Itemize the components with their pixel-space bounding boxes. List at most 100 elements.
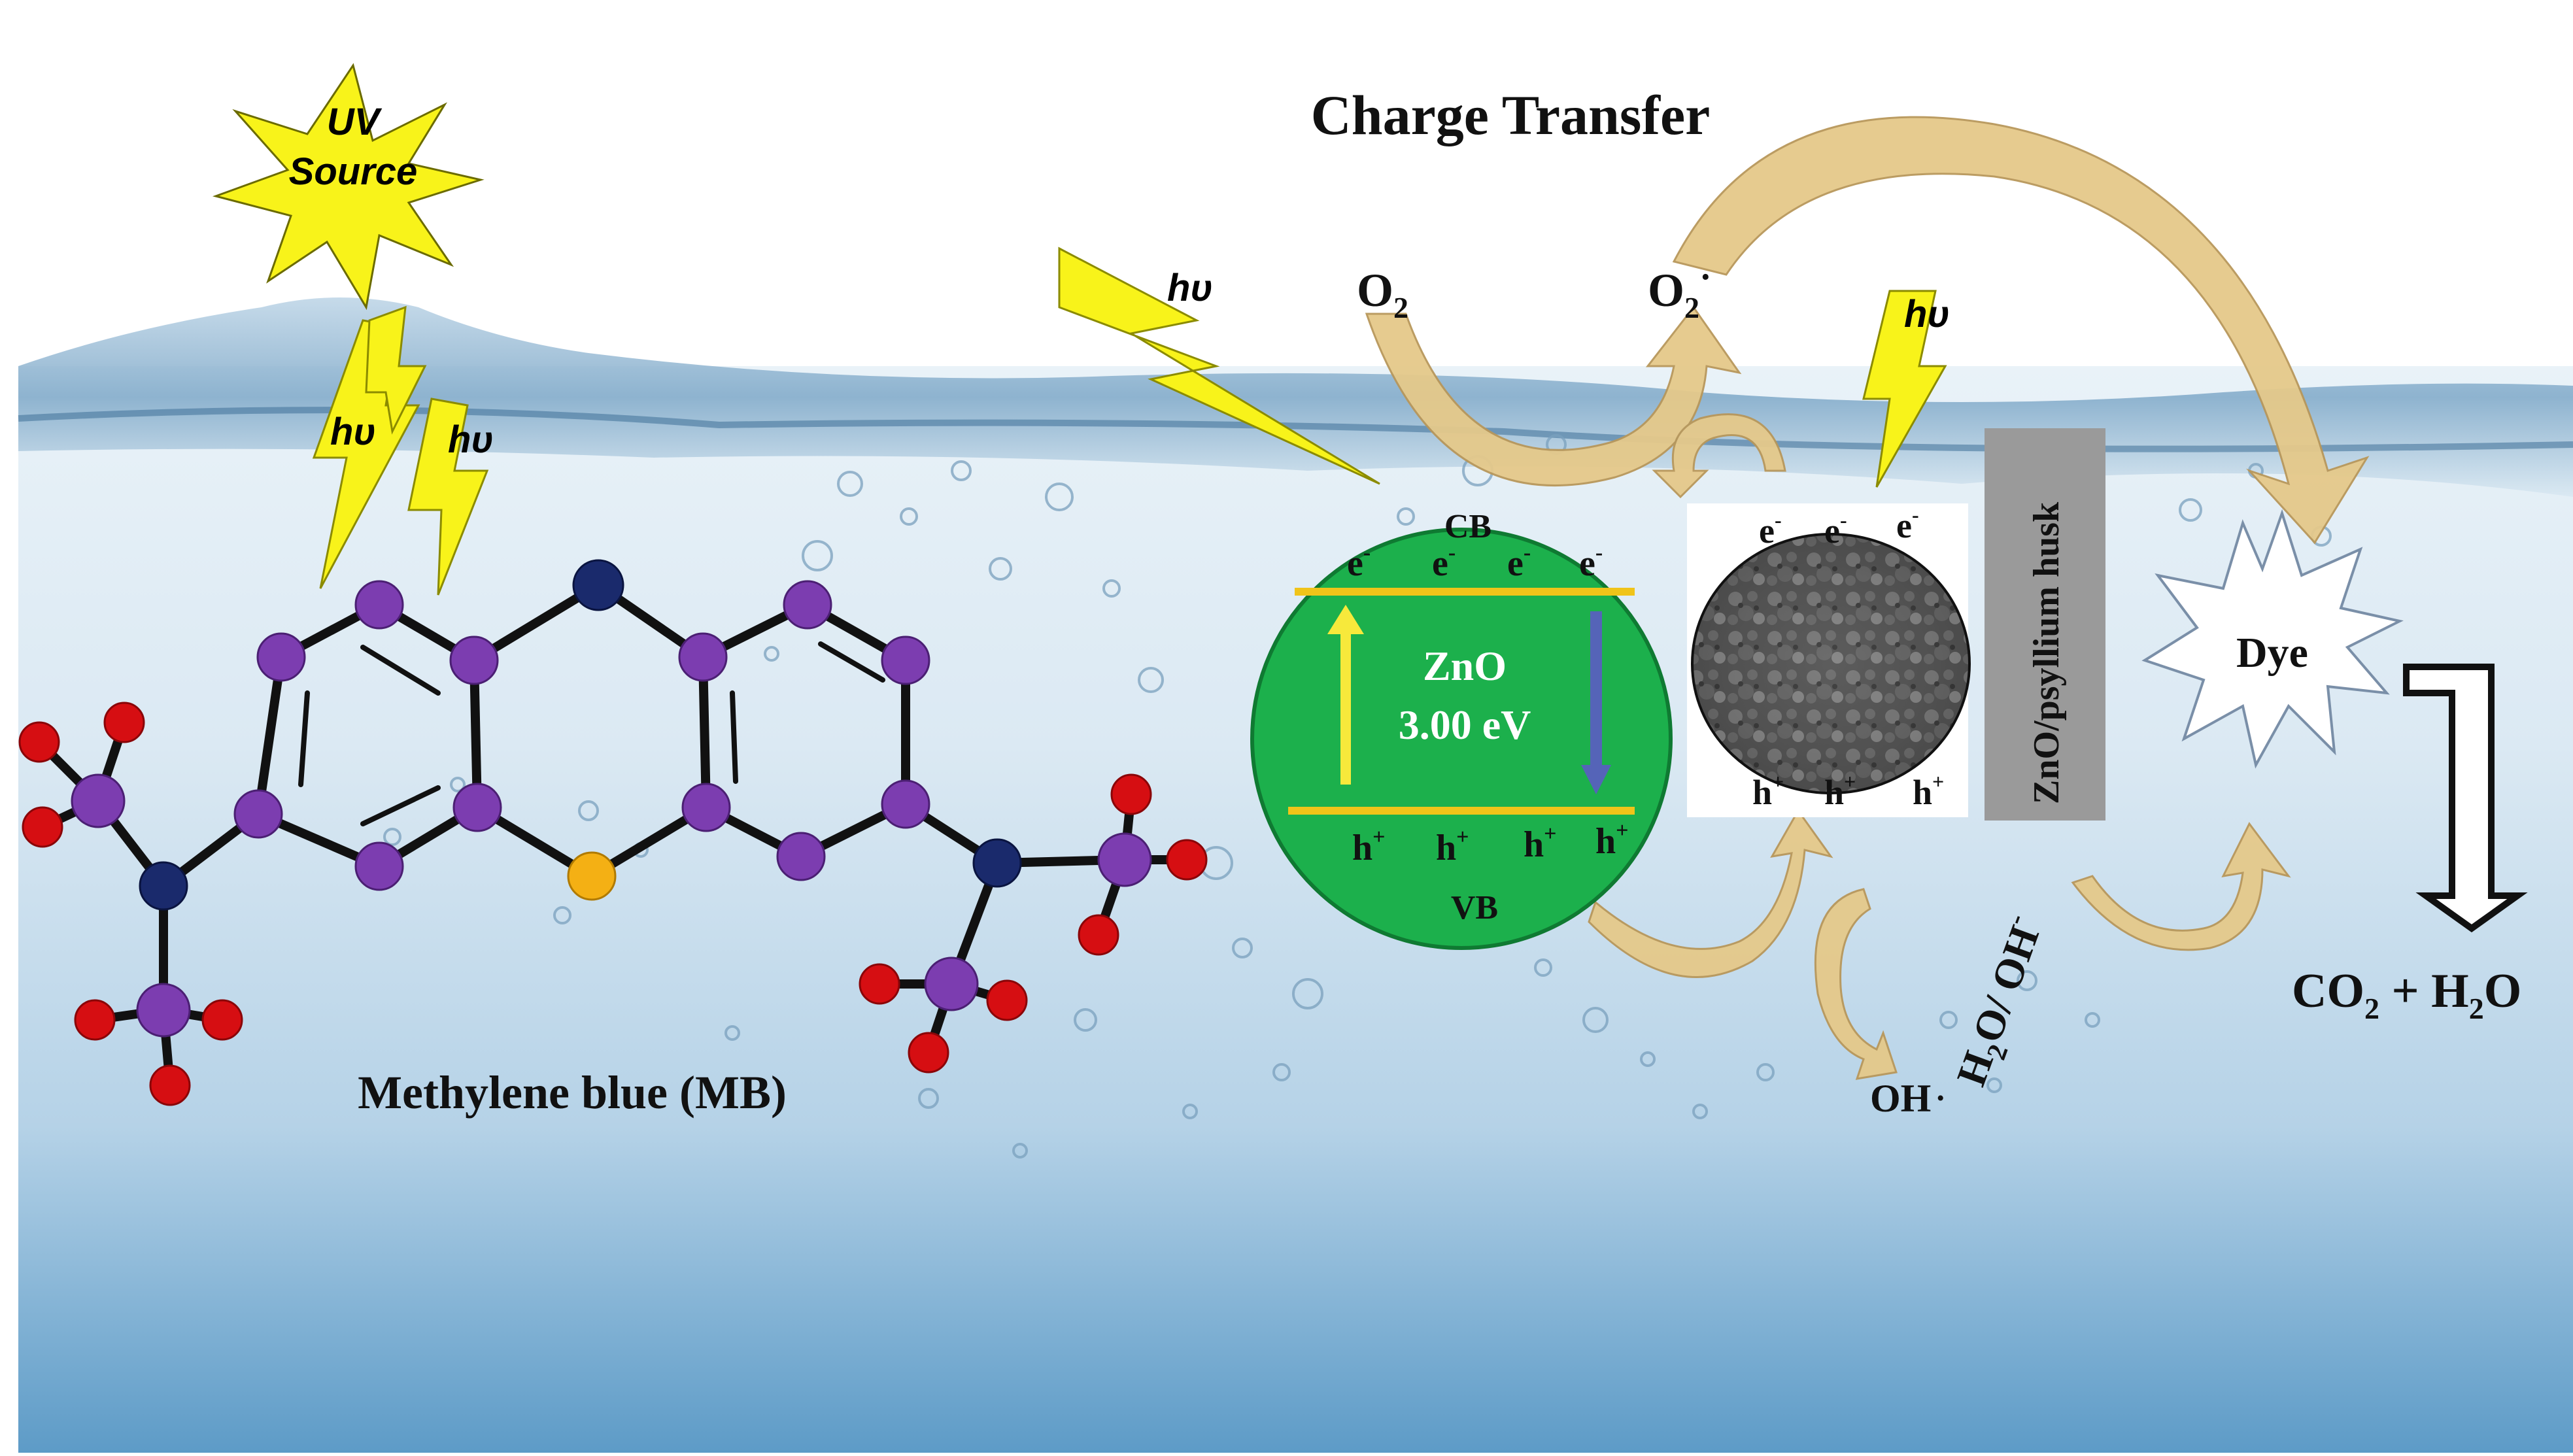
excitation-arrow: [1340, 628, 1351, 785]
svg-text:e-: e-: [1579, 541, 1603, 584]
arrow-hydroxyl: [1814, 888, 1898, 1080]
svg-text:e-: e-: [1896, 503, 1919, 545]
lightning-bolt-icon: [365, 305, 427, 435]
oxygen-label: O2: [1357, 264, 1408, 324]
diagram-title: Charge Transfer: [1311, 84, 1711, 146]
hole-charge: +: [1844, 770, 1856, 793]
water-body: [18, 366, 2573, 1453]
electron-charge: -: [1775, 508, 1782, 532]
hole-symbol: h: [1436, 828, 1456, 868]
hole-symbol: h: [1595, 821, 1616, 862]
vb-label: VB: [1451, 889, 1498, 926]
products-label: CO2 + H2O: [2292, 964, 2521, 1025]
product-sub1: 2: [2364, 992, 2379, 1025]
arrow-vb-to-holes: [1588, 809, 1833, 978]
o2-subscript: 2: [1684, 291, 1699, 324]
svg-text:h+: h+: [1436, 825, 1469, 868]
product-co: CO: [2292, 964, 2364, 1018]
electron-symbol: e: [1432, 543, 1448, 584]
svg-text:h+: h+: [1913, 770, 1944, 812]
hole-charge: +: [1616, 819, 1628, 843]
lightning-bolt-icon: [1058, 246, 1380, 485]
electron-charge: -: [1912, 503, 1919, 526]
cb-label: CB: [1444, 508, 1491, 545]
electron-charge: -: [1840, 508, 1847, 532]
dye-burst: Dye: [2141, 509, 2404, 769]
hole-symbol: h: [1752, 773, 1772, 812]
electron-symbol: e: [1759, 511, 1775, 550]
hole-charge: +: [1372, 825, 1385, 849]
o2-subscript: 2: [1393, 291, 1408, 324]
electron-symbol: e: [1347, 543, 1363, 584]
band-gap-label: 3.00 eV: [1399, 702, 1531, 748]
photon-label-mid: hυ: [448, 418, 494, 461]
svg-text:e-: e-: [1824, 508, 1847, 550]
radical-dot: ·: [1699, 257, 1712, 297]
uv-label-line2: Source: [289, 150, 418, 193]
zno-name: ZnO: [1423, 643, 1507, 689]
product-sub2: 2: [2469, 992, 2484, 1025]
arrow-o2-reduction: [1365, 305, 1742, 486]
arrow-oxidize-dye: [2071, 822, 2291, 951]
hole-symbol: h: [1352, 828, 1372, 868]
electron-symbol: e: [1507, 543, 1524, 584]
hole-symbol: h: [1524, 824, 1544, 865]
degradation-arrow-icon: [2403, 664, 2528, 933]
sem-shading: [1692, 534, 1969, 793]
hole-symbol: h: [1913, 773, 1932, 812]
electron-charge: -: [1448, 541, 1456, 565]
product-o: O: [2484, 964, 2522, 1018]
lightning-bolt-icon: [407, 398, 489, 596]
mb-atoms: [18, 559, 1208, 1106]
hole-symbol: h: [1824, 773, 1844, 812]
oh-symbol: OH: [1870, 1077, 1931, 1120]
sem-outline: [1691, 533, 1971, 794]
zno-holes: h+ h+ h+ h+: [1352, 819, 1629, 868]
uv-label-line1: UV: [327, 101, 383, 143]
dye-starburst-icon: [2141, 509, 2404, 769]
electron-charge: -: [1363, 541, 1371, 565]
o2-symbol: O: [1648, 264, 1684, 316]
hole-charge: +: [1932, 770, 1944, 793]
zno-electrons: e- e- e- e-: [1347, 541, 1603, 584]
electron-symbol: e: [1896, 506, 1912, 545]
uv-starburst-icon: [212, 63, 485, 311]
electron-symbol: e: [1579, 543, 1595, 584]
svg-text:h+: h+: [1824, 770, 1856, 812]
composite-label: ZnO/psyllium husk: [2026, 501, 2067, 804]
arrow-down-icon: [1581, 765, 1611, 794]
composite-panel: e- e- e- h+ h+ h+ ZnO/psyllium husk: [1687, 428, 2105, 821]
lightning-bolt-icon: [1862, 290, 1947, 488]
zno-particle: CB VB ZnO 3.00 eV e- e- e- e- h+ h+ h+ h…: [1250, 508, 1673, 950]
flow-arrows: [1365, 116, 2370, 1080]
uv-source: UV Source: [212, 63, 485, 311]
molecule-label: Methylene blue (MB): [358, 1066, 787, 1119]
radical-dot: ·: [1935, 1079, 1946, 1116]
hole-charge: +: [1772, 770, 1784, 793]
svg-text:e-: e-: [1347, 541, 1371, 584]
svg-text:e-: e-: [1759, 508, 1782, 550]
svg-text:h+: h+: [1595, 819, 1629, 862]
hydroxyl-radical-label: OH·: [1870, 1077, 1946, 1120]
arc-arrow-to-dye: [1672, 116, 2370, 545]
product-plus: + H: [2379, 964, 2469, 1018]
photon-bolts: [312, 246, 1947, 596]
photon-label-husk: hυ: [1904, 293, 1950, 335]
superoxide-label: O2·: [1648, 257, 1712, 324]
psyllium-husk-bar: [1985, 428, 2105, 821]
composite-electrons: e- e- e-: [1759, 503, 1919, 550]
relaxation-arrow: [1590, 611, 1602, 768]
svg-text:h+: h+: [1524, 822, 1557, 865]
electron-charge: -: [1524, 541, 1531, 565]
svg-text:h+: h+: [1752, 770, 1784, 812]
composite-holes: h+ h+ h+: [1752, 770, 1944, 812]
hole-charge: +: [1456, 825, 1469, 849]
o2-symbol: O: [1357, 264, 1393, 316]
svg-text:e-: e-: [1432, 541, 1456, 584]
svg-text:h+: h+: [1352, 825, 1386, 868]
photon-label-zno: hυ: [1167, 267, 1213, 309]
photon-label-left: hυ: [330, 411, 376, 453]
dye-label: Dye: [2236, 629, 2308, 677]
